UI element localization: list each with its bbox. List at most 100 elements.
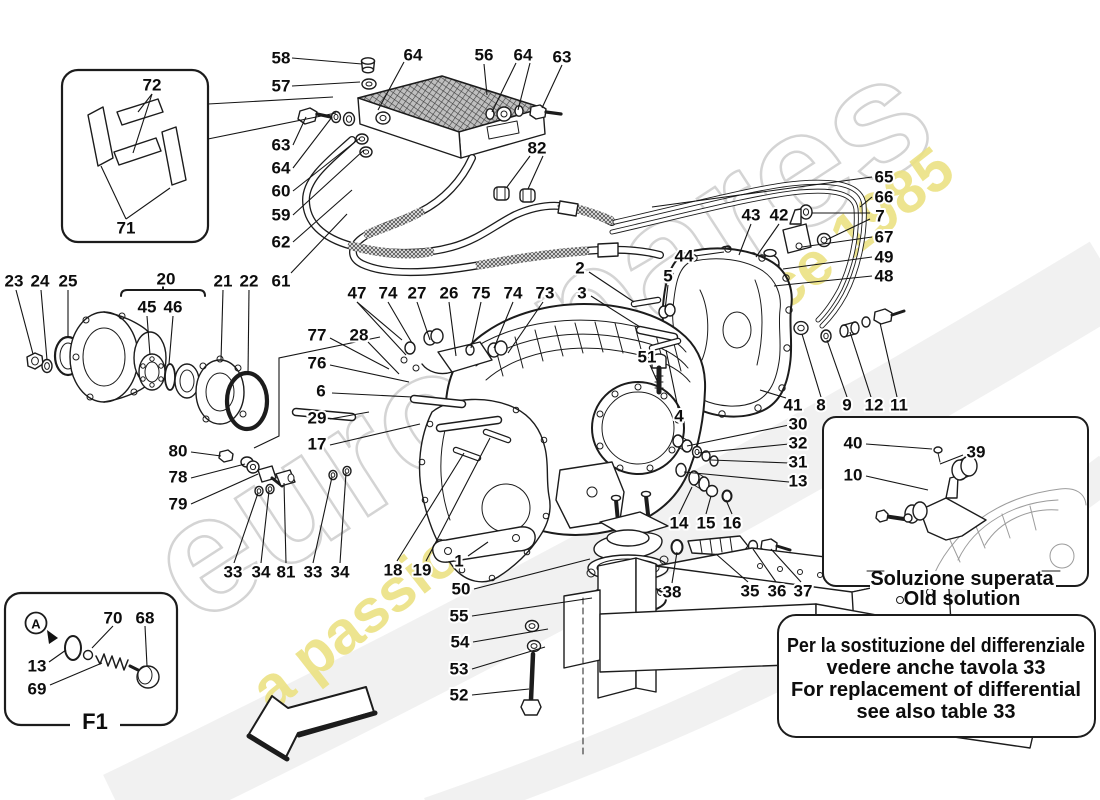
note-line-2: vedere anche tavola 33: [826, 657, 1045, 679]
callout-22: 22: [240, 272, 259, 291]
callout-33: 33: [224, 563, 243, 582]
leader-line: [283, 482, 287, 564]
sticker-shim: [161, 126, 187, 186]
old-solution-inset: [822, 416, 1089, 589]
leader-line: [253, 336, 381, 449]
callout-13: 13: [789, 472, 808, 491]
leader-line: [387, 301, 413, 344]
callout-19: 19: [413, 561, 432, 580]
leader-line: [132, 93, 153, 154]
leader-line: [467, 541, 489, 557]
callout-72: 72: [143, 76, 162, 95]
callout-44: 44: [675, 247, 694, 266]
callout-57: 57: [272, 77, 291, 96]
leader-line: [759, 389, 787, 399]
diagram-line-art: [3, 57, 1096, 762]
hose-clamp: [493, 186, 510, 201]
callout-64: 64: [404, 46, 423, 65]
group-20-bracket: [120, 283, 206, 297]
callout-47: 47: [348, 284, 367, 303]
leader-line: [770, 548, 802, 583]
callout-21: 21: [214, 272, 233, 291]
leader-line: [339, 472, 347, 564]
callout-39: 39: [967, 443, 986, 462]
callout-34: 34: [252, 563, 271, 582]
callout-27: 27: [408, 284, 427, 303]
leader-line: [801, 236, 873, 248]
callout-13: 13: [28, 657, 47, 676]
note-line-1: Per la sostituzione del differenziale: [787, 635, 1085, 657]
callout-8: 8: [816, 396, 825, 415]
leader-line: [879, 322, 898, 398]
leader-line: [329, 411, 370, 420]
leader-line: [473, 558, 591, 590]
leader-line: [146, 315, 151, 356]
leader-line: [715, 553, 749, 583]
leader-line: [705, 495, 712, 515]
leader-line: [865, 443, 933, 450]
leader-line: [694, 251, 725, 257]
leader-line: [773, 275, 873, 287]
callout-76: 76: [308, 354, 327, 373]
leader-line: [40, 289, 48, 361]
callout-53: 53: [450, 660, 469, 679]
note-line-4: see also table 33: [857, 701, 1016, 723]
callout-3: 3: [577, 284, 586, 303]
callout-64: 64: [514, 46, 533, 65]
o-ring-22: [224, 370, 270, 432]
callout-54: 54: [451, 633, 470, 652]
callout-80: 80: [169, 442, 188, 461]
hose-clamp: [519, 188, 536, 203]
callout-10: 10: [844, 466, 863, 485]
leader-line: [292, 116, 333, 169]
ghost-gearbox: [929, 488, 1087, 585]
callout-14: 14: [670, 514, 689, 533]
valve-plug: [136, 665, 160, 689]
callout-55: 55: [450, 607, 469, 626]
leader-line: [755, 223, 780, 258]
leader-line: [678, 486, 693, 515]
direction-arrow: [246, 686, 378, 762]
leader-line: [125, 187, 171, 220]
callout-66: 66: [875, 188, 894, 207]
callout-2: 2: [575, 259, 584, 278]
leader-line: [671, 551, 678, 584]
callout-60: 60: [272, 182, 291, 201]
note-line-3: For replacement of differential: [791, 679, 1081, 701]
old-solution-label-en: Old solution: [904, 588, 1021, 610]
leader-line: [507, 301, 544, 354]
leader-line: [472, 628, 549, 643]
valve-spring: [95, 653, 129, 671]
leader-line: [517, 62, 531, 111]
leader-line: [448, 301, 457, 357]
gearbox-housing: [291, 296, 707, 583]
leader-line: [865, 475, 929, 491]
callout-61: 61: [272, 272, 291, 291]
callout-30: 30: [789, 415, 808, 434]
leader-line: [471, 597, 593, 617]
leader-line: [686, 424, 790, 447]
leader-line: [859, 196, 873, 208]
callout-17: 17: [308, 435, 327, 454]
callout-37: 37: [794, 582, 813, 601]
callout-20: 20: [157, 270, 176, 289]
oil-cooler: [297, 57, 563, 159]
callout-32: 32: [789, 434, 808, 453]
leader-line: [329, 364, 410, 383]
f1-inset-box: [3, 591, 179, 732]
callout-81: 81: [277, 563, 296, 582]
leader-line: [825, 218, 871, 241]
callout-12: 12: [865, 396, 884, 415]
callout-63: 63: [553, 48, 572, 67]
callout-28: 28: [350, 326, 369, 345]
leader-line: [48, 649, 67, 663]
sticker-inset-box: [60, 68, 210, 244]
leader-line: [367, 341, 400, 375]
leader-line: [506, 155, 531, 188]
leader-line: [100, 165, 127, 220]
leader-line: [493, 301, 514, 349]
leader-line: [801, 333, 822, 398]
leader-line: [190, 473, 259, 505]
